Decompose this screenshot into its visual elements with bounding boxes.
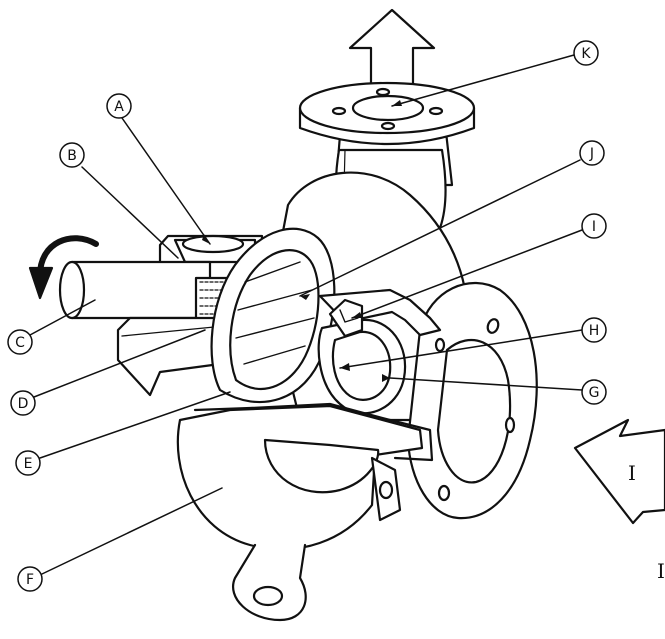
callout-a: A [106, 93, 132, 119]
callout-g-label: G [589, 385, 600, 401]
foot-bolt-hole [252, 585, 284, 607]
callout-j-label: J [589, 146, 594, 162]
callout-k-label: K [581, 46, 591, 62]
callout-i-label: I [592, 219, 596, 235]
inflow-label: I [628, 461, 636, 485]
rotation-direction-arrow [37, 235, 99, 278]
callout-d: D [10, 390, 36, 416]
callout-a-label: A [114, 99, 124, 115]
edge-glyph: I [657, 559, 665, 583]
callout-e-label: E [24, 456, 33, 472]
impeller [210, 227, 336, 404]
callout-k: K [573, 40, 599, 66]
callout-f-label: F [26, 572, 34, 588]
leader-arrowheads [202, 100, 402, 382]
lower-casing [176, 402, 434, 551]
leader-lines [29, 54, 583, 575]
inlet-flow-arrow [573, 418, 665, 525]
callout-h-label: H [589, 323, 600, 339]
callout-b: B [59, 142, 85, 168]
callout-c: C [7, 329, 33, 355]
mounting-foot [232, 543, 307, 622]
callout-g: G [581, 379, 607, 405]
drive-shaft [58, 260, 212, 320]
callout-d-label: D [18, 396, 29, 412]
impeller-eye [317, 298, 407, 415]
callout-markers: A B C D E F G H [7, 40, 607, 592]
callout-e: E [15, 450, 41, 476]
callout-f: F [17, 566, 43, 592]
callout-c-label: C [15, 335, 25, 351]
callout-j: J [579, 140, 605, 166]
callout-i: I [581, 213, 607, 239]
callout-b-label: B [67, 148, 77, 164]
callout-h: H [581, 317, 607, 343]
outlet-flow-arrow [348, 8, 436, 94]
